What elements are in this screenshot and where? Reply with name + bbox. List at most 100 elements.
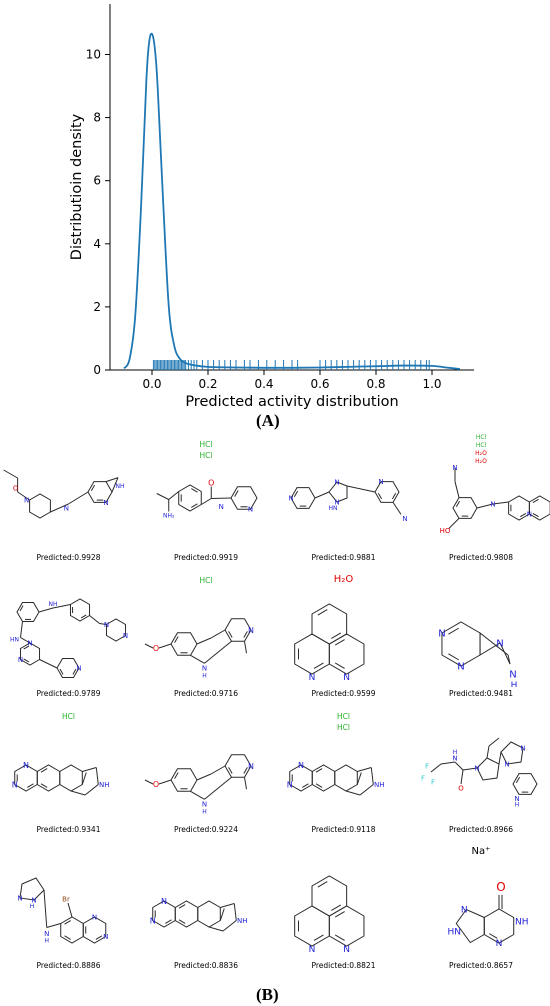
svg-text:N: N bbox=[17, 894, 22, 902]
salt-label: Na⁺ bbox=[471, 846, 491, 857]
svg-text:N: N bbox=[520, 744, 525, 752]
svg-text:N: N bbox=[490, 500, 495, 508]
svg-text:NH₂: NH₂ bbox=[163, 513, 175, 520]
svg-text:N: N bbox=[24, 496, 29, 504]
svg-text:N: N bbox=[504, 760, 509, 768]
svg-text:N: N bbox=[201, 665, 206, 673]
svg-text:H: H bbox=[202, 808, 207, 815]
svg-text:N: N bbox=[343, 673, 350, 683]
svg-text:N: N bbox=[452, 464, 457, 472]
svg-text:N: N bbox=[287, 780, 293, 789]
svg-text:F: F bbox=[420, 774, 424, 782]
svg-text:O: O bbox=[208, 478, 214, 487]
y-tick-label: 6 bbox=[93, 174, 101, 188]
x-tick-label: 0.0 bbox=[142, 377, 161, 391]
svg-text:NH: NH bbox=[514, 918, 528, 928]
y-tick-label: 2 bbox=[93, 300, 101, 314]
y-axis-label: Distributioin density bbox=[69, 113, 85, 260]
svg-text:O: O bbox=[152, 644, 158, 653]
svg-text:N: N bbox=[218, 503, 223, 511]
structure-drawing: NONNNNH bbox=[0, 464, 125, 519]
y-tick-label: 4 bbox=[93, 237, 101, 251]
svg-text:N: N bbox=[64, 504, 69, 512]
svg-text:NH: NH bbox=[237, 917, 248, 925]
svg-text:N: N bbox=[161, 897, 167, 906]
svg-text:H: H bbox=[510, 681, 517, 687]
svg-text:N: N bbox=[103, 499, 108, 507]
svg-text:HN: HN bbox=[447, 928, 461, 938]
structure-drawing: NNHONCl bbox=[439, 464, 550, 535]
prediction-caption: Predicted:0.8836 bbox=[174, 961, 238, 970]
svg-text:N: N bbox=[457, 662, 464, 673]
salt-label: HCl bbox=[475, 442, 487, 449]
svg-text:N: N bbox=[201, 801, 206, 809]
y-tick-label: 8 bbox=[93, 111, 101, 125]
svg-text:NH: NH bbox=[99, 781, 110, 789]
svg-text:N: N bbox=[526, 510, 531, 518]
prediction-caption: Predicted:0.8966 bbox=[449, 825, 513, 834]
salt-label: HCl bbox=[199, 451, 213, 460]
svg-text:O: O bbox=[496, 880, 505, 894]
svg-text:N: N bbox=[496, 639, 503, 650]
svg-text:N: N bbox=[31, 896, 36, 904]
svg-text:N: N bbox=[149, 916, 155, 925]
svg-text:N: N bbox=[104, 621, 109, 629]
svg-text:NH: NH bbox=[116, 483, 125, 490]
svg-text:N: N bbox=[334, 478, 339, 486]
salt-label: HCl bbox=[475, 434, 487, 441]
prediction-caption: Predicted:0.9789 bbox=[36, 689, 101, 698]
svg-text:N: N bbox=[438, 629, 445, 640]
panel-label-a: (A) bbox=[256, 411, 280, 430]
svg-text:N: N bbox=[452, 754, 457, 762]
svg-text:H: H bbox=[452, 749, 457, 756]
salt-label: HCl bbox=[199, 576, 213, 585]
salt-label: HCl bbox=[199, 440, 213, 449]
svg-text:N: N bbox=[27, 639, 32, 647]
svg-text:N: N bbox=[248, 762, 254, 771]
prediction-caption: Predicted:0.9341 bbox=[36, 825, 101, 834]
svg-text:N: N bbox=[103, 933, 108, 941]
salt-label: HCl bbox=[337, 712, 350, 721]
svg-text:O: O bbox=[458, 784, 464, 792]
molecule-card: NH N N Predicted:0.8836 bbox=[138, 844, 275, 976]
svg-text:N: N bbox=[343, 945, 350, 955]
svg-text:HO: HO bbox=[439, 527, 450, 535]
svg-text:NH: NH bbox=[374, 781, 385, 789]
prediction-caption: Predicted:0.9599 bbox=[311, 689, 376, 698]
density-curve bbox=[123, 32, 461, 370]
molecule-card: NONNNNHPredicted:0.9928 bbox=[0, 436, 137, 568]
panel-label-b: (B) bbox=[256, 985, 279, 1004]
svg-text:N: N bbox=[309, 673, 316, 683]
svg-text:N: N bbox=[76, 664, 81, 672]
x-tick-label: 0.8 bbox=[366, 377, 385, 391]
prediction-caption: Predicted:0.8886 bbox=[36, 961, 101, 970]
salt-label: H₂O bbox=[475, 458, 487, 465]
prediction-caption: Predicted:0.9808 bbox=[449, 553, 513, 562]
x-tick-label: 0.4 bbox=[254, 377, 273, 391]
y-tick-label: 0 bbox=[93, 363, 101, 377]
svg-text:N: N bbox=[460, 906, 467, 916]
svg-text:N: N bbox=[509, 670, 516, 681]
svg-text:O: O bbox=[152, 780, 158, 789]
salt-label: HCl bbox=[62, 712, 75, 721]
prediction-caption: Predicted:0.9224 bbox=[174, 825, 238, 834]
